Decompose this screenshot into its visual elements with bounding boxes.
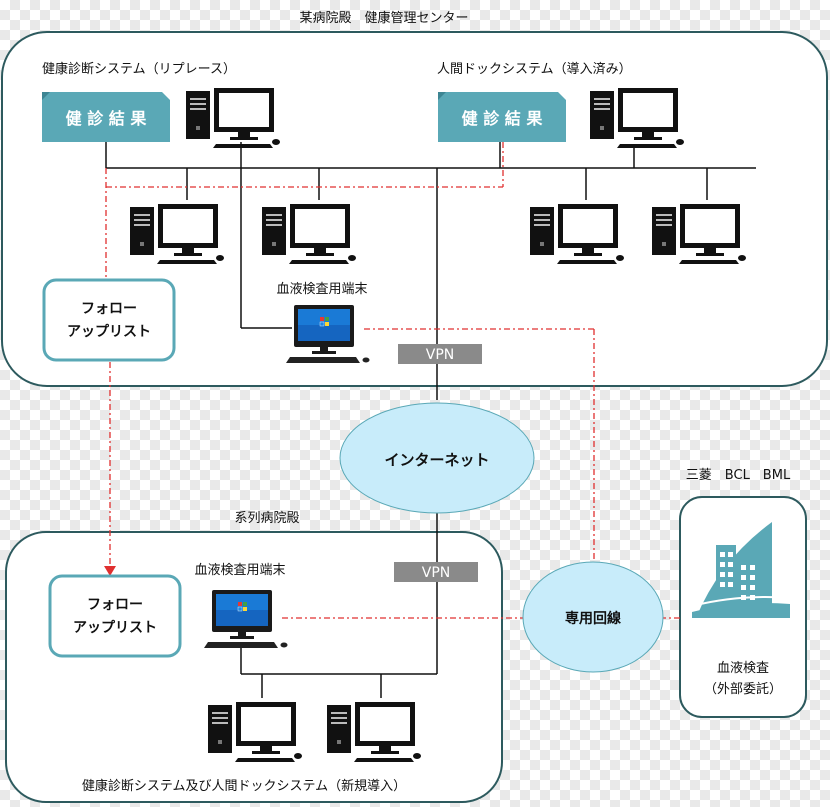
- hospital-b-title: 系列病院殿: [234, 511, 299, 526]
- building-icon: [691, 522, 791, 618]
- hospital-b-bottom-label: 健康診断システム及び人間ドックシステム（新規導入）: [82, 778, 406, 794]
- internet-label: インターネット: [384, 451, 489, 469]
- arrow-head-icon: [104, 566, 116, 576]
- external-lab-line1: 血液検査: [717, 661, 769, 676]
- blood-terminal-label-a: 血液検査用端末: [276, 282, 367, 297]
- dedicated-line-label: 専用回線: [565, 610, 621, 627]
- blood-terminal-label-b: 血液検査用端末: [194, 563, 285, 578]
- internet-cloud: [339, 402, 535, 514]
- followup-list-b: フォロー アップリスト: [48, 574, 182, 658]
- followup-b-line1: フォロー: [87, 597, 143, 613]
- vpn-badge-a: [398, 344, 482, 364]
- result-label-right: 健 診 結 果: [462, 109, 543, 128]
- external-lab-companies: 三菱 BCL BML: [686, 468, 791, 483]
- system-right-label: 人間ドックシステム（導入済み）: [437, 61, 632, 77]
- vpn-badge-b: [394, 562, 478, 582]
- dedicated-line-cloud: [522, 561, 664, 673]
- external-lab-line2: （外部委託）: [704, 681, 782, 697]
- vpn-label-b: VPN: [422, 565, 451, 581]
- result-badge-right: 健 診 結 果: [438, 92, 566, 142]
- vpn-label-a: VPN: [426, 347, 455, 363]
- followup-a-line1: フォロー: [81, 301, 137, 317]
- system-left-label: 健康診断システム（リプレース）: [42, 61, 236, 77]
- hospital-b-network: [240, 642, 437, 698]
- followup-list-a: フォロー アップリスト: [42, 278, 176, 362]
- hospital-a-title: 某病院殿 健康管理センター: [299, 10, 468, 26]
- result-label-left: 健 診 結 果: [66, 109, 147, 128]
- data-flow-lines: [105, 142, 680, 619]
- followup-b-line2: アップリスト: [73, 620, 157, 636]
- result-badge-left: 健 診 結 果: [42, 92, 170, 142]
- followup-a-line2: アップリスト: [67, 324, 151, 340]
